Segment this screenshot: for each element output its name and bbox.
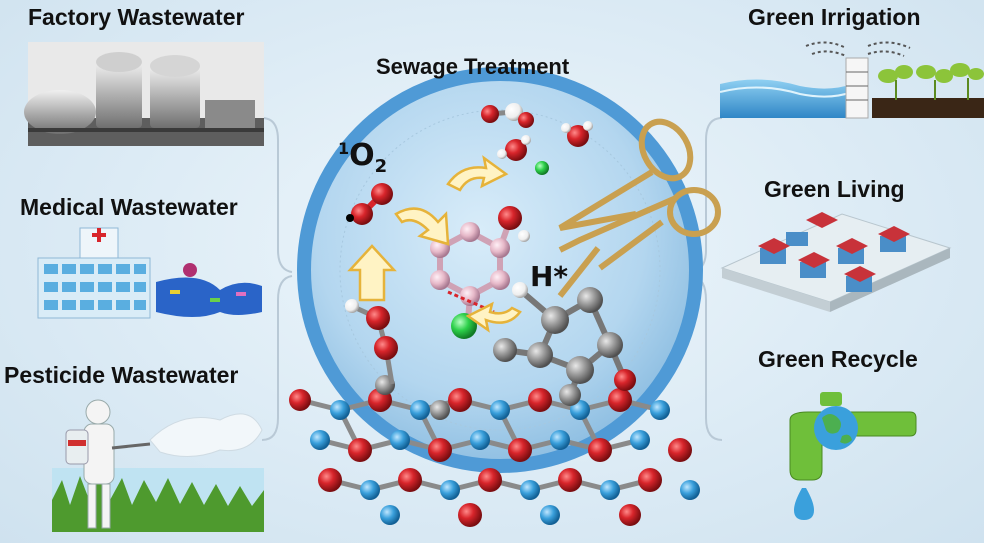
curved-arrow-to-products — [446, 155, 509, 192]
up-arrow — [347, 244, 397, 302]
catalyst-support — [289, 375, 700, 527]
label-green-irrigation: Green Irrigation — [748, 4, 921, 30]
faucet-globe-icon — [789, 392, 917, 520]
hydrogen-label: H* — [530, 260, 569, 293]
scissors-icon — [557, 118, 721, 298]
label-pesticide-wastewater: Pesticide Wastewater — [4, 362, 239, 388]
singlet-oxygen-base: O — [349, 138, 375, 173]
label-green-living: Green Living — [764, 176, 905, 202]
singlet-oxygen-sub: 2 — [374, 156, 388, 177]
surface-peroxide — [345, 299, 398, 385]
left-bracket-bottom — [261, 275, 293, 441]
metal-cluster — [493, 282, 636, 406]
city-icon — [720, 212, 952, 312]
factory-icon — [24, 42, 264, 146]
flow-arrows — [347, 155, 522, 333]
products — [481, 103, 593, 175]
hospital-icon — [37, 227, 262, 319]
chlorophenol-molecule — [430, 206, 530, 339]
label-medical-wastewater: Medical Wastewater — [20, 194, 238, 220]
label-factory-wastewater: Factory Wastewater — [28, 4, 245, 30]
singlet-oxygen-sup: 1 — [338, 139, 350, 158]
irrigation-icon — [719, 41, 984, 119]
singlet-oxygen-label: 1O2 — [338, 138, 387, 177]
center-title: Sewage Treatment — [376, 54, 570, 79]
curved-arrow-to-chlorine — [465, 301, 522, 333]
curved-arrow-to-ring — [394, 207, 450, 246]
sprayer-icon — [52, 399, 264, 532]
left-bracket-top — [261, 117, 293, 273]
singlet-oxygen-molecule — [346, 183, 393, 225]
label-green-recycle: Green Recycle — [758, 346, 918, 372]
